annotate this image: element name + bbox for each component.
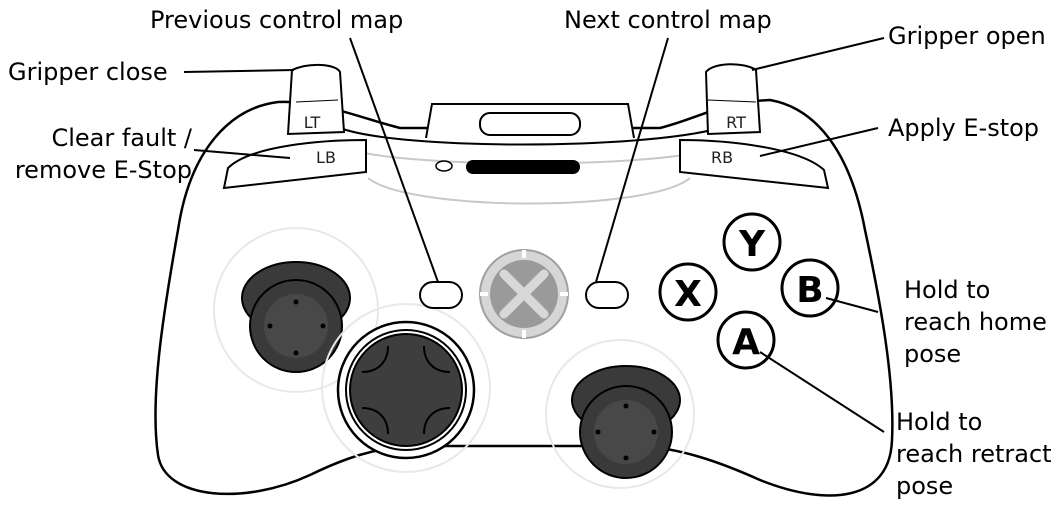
right-stick-well (545, 339, 695, 489)
leader-lines (183, 37, 885, 433)
left-stick-top (264, 294, 328, 358)
left-stick-well (213, 227, 379, 393)
leader-previous-map (349, 37, 439, 283)
lt-trigger-inner (295, 99, 339, 103)
x-button[interactable] (658, 262, 718, 322)
callout-clear-fault-line2: remove E-Stop (14, 156, 192, 184)
callout-retract-pose-line2: reach retract (896, 440, 1052, 468)
left-stick-dot (293, 350, 299, 356)
callout-previous-map: Previous control map (150, 6, 404, 34)
lb-label: LB (316, 148, 336, 167)
callout-retract-pose-line3: pose (896, 472, 954, 500)
right-stick-top (594, 400, 658, 464)
callout-next-map: Next control map (564, 6, 772, 34)
rt-label: RT (726, 113, 746, 132)
leader-retract-pose (759, 351, 885, 433)
lb-bumper[interactable] (222, 138, 367, 190)
a-button[interactable] (716, 310, 776, 370)
top-shell-line (339, 127, 721, 146)
rt-trigger[interactable] (704, 63, 762, 136)
dpad-well (321, 303, 491, 473)
headset-port (466, 160, 580, 174)
start-button[interactable] (585, 281, 629, 309)
callout-home-pose: Hold to reach home pose (904, 274, 1047, 370)
leader-next-map (595, 37, 669, 283)
callout-home-pose-line3: pose (904, 340, 962, 368)
callout-home-pose-line1: Hold to (904, 276, 991, 304)
leader-home-pose (825, 297, 879, 313)
dpad-cross (361, 345, 451, 435)
a-label: A (732, 322, 760, 363)
x-label: X (674, 274, 702, 315)
rt-trigger-inner (707, 99, 757, 103)
right-stick-dot (623, 403, 629, 409)
guide-ring-notches (480, 250, 568, 338)
callout-retract-pose: Hold to reach retract pose (896, 406, 1052, 502)
lt-trigger[interactable] (286, 64, 346, 136)
rb-label: RB (711, 148, 733, 167)
leader-clear-fault (193, 149, 291, 159)
callout-apply-estop: Apply E-stop (888, 114, 1040, 142)
y-button[interactable] (722, 212, 782, 272)
callout-gripper-close: Gripper close (8, 58, 168, 86)
callout-gripper-open: Gripper open (888, 22, 1046, 50)
led-indicator (435, 160, 453, 172)
y-label: Y (738, 224, 766, 265)
left-stick-dot (293, 299, 299, 305)
callout-home-pose-line2: reach home (904, 308, 1047, 336)
callout-clear-fault-line1: Clear fault / (51, 124, 192, 152)
callout-retract-pose-line1: Hold to (896, 408, 983, 436)
left-stick-dot (267, 323, 273, 329)
right-stick-dot (651, 429, 657, 435)
b-label: B (796, 270, 823, 311)
lower-grey-line (367, 177, 691, 205)
leader-apply-estop (759, 127, 879, 157)
right-stick-dot (595, 429, 601, 435)
leader-gripper-open (751, 37, 885, 71)
left-stick-dot (320, 323, 326, 329)
right-stick-dot (623, 455, 629, 461)
lt-label: LT (304, 113, 321, 132)
dpad[interactable] (349, 333, 463, 447)
leader-gripper-close (183, 69, 295, 73)
connector-port (479, 112, 581, 136)
guide-x-icon (499, 269, 549, 319)
b-button[interactable] (780, 258, 840, 318)
back-button[interactable] (419, 281, 463, 309)
callout-clear-fault: Clear fault / remove E-Stop (8, 122, 192, 186)
